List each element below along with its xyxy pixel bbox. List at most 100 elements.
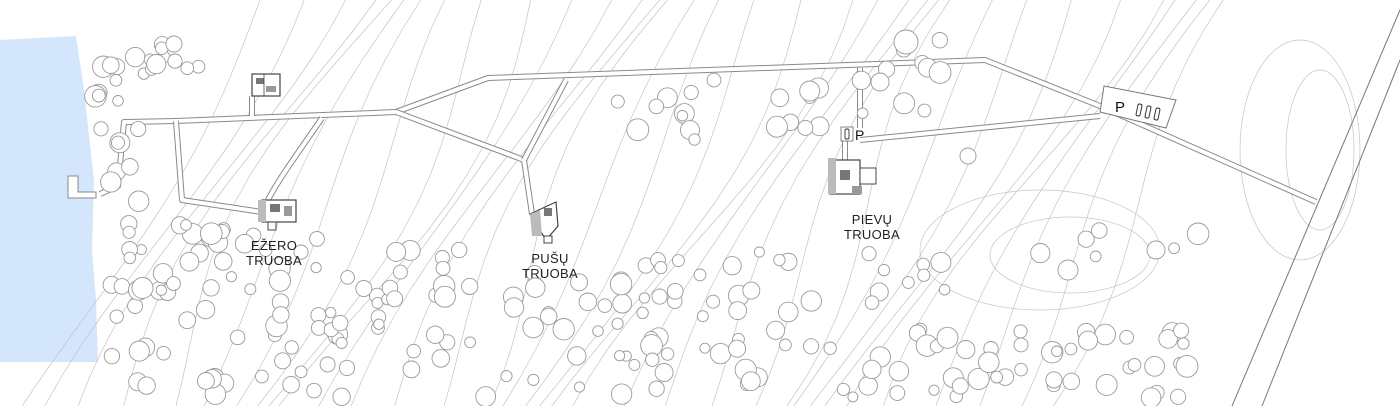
tree-icon — [522, 316, 544, 339]
tree-icon — [152, 263, 174, 284]
tree-icon — [1146, 240, 1166, 260]
footpath-fill — [522, 79, 568, 161]
tree-icon — [319, 356, 336, 373]
parking-small — [840, 126, 854, 142]
tree-icon — [836, 382, 850, 396]
tree-icon — [654, 261, 668, 275]
tree-icon — [766, 320, 786, 340]
tree-icon — [978, 351, 1000, 374]
tree-icon — [864, 295, 880, 310]
contour-loop — [1239, 39, 1361, 261]
contour-line — [175, 0, 392, 406]
tree-icon — [722, 256, 742, 276]
tree-icon — [373, 318, 385, 330]
contour-lines — [21, 0, 1361, 406]
tree-icon — [165, 35, 183, 53]
tree-icon — [229, 329, 246, 346]
contour-line — [502, 0, 695, 406]
tree-icon — [765, 115, 788, 138]
tree-icon — [109, 309, 124, 324]
tree-icon — [959, 147, 977, 165]
tree-icon — [155, 284, 167, 296]
tree-icon — [645, 352, 660, 367]
tree-icon — [122, 225, 136, 239]
parking-lot — [1099, 85, 1177, 129]
tree-icon — [651, 288, 668, 305]
tree-icon — [676, 109, 689, 122]
cabin-plan-pievu — [828, 158, 877, 195]
tree-icon — [332, 387, 351, 406]
tree-icon — [688, 133, 701, 146]
tree-icon — [180, 61, 195, 76]
tree-icon — [1089, 250, 1102, 263]
contour-line — [489, 0, 668, 406]
tree-icon — [612, 293, 633, 314]
tree-icon — [597, 298, 613, 313]
tree-icon — [823, 341, 837, 355]
tree-icon — [461, 277, 479, 295]
contour-line — [935, 0, 1176, 406]
tree-icon — [255, 369, 269, 384]
tree-icon — [1144, 355, 1165, 377]
tree-icon — [611, 317, 624, 330]
tree-icon — [773, 253, 786, 267]
contour-line — [21, 0, 261, 406]
tree-icon — [1094, 323, 1116, 346]
tree-icon — [956, 340, 976, 360]
contour-line — [278, 0, 531, 406]
contour-line — [793, 0, 993, 406]
car-icon — [1135, 103, 1143, 117]
contour-line — [203, 0, 404, 406]
tree-icon — [234, 233, 255, 254]
tree-icon — [567, 346, 587, 366]
tree-icon — [628, 358, 641, 371]
footpath — [173, 120, 263, 215]
contour-line — [318, 0, 573, 406]
tree-icon — [648, 380, 665, 397]
tree-icon — [539, 307, 558, 326]
car-icon — [844, 128, 850, 140]
tree-icon — [928, 61, 952, 84]
tree-icon — [91, 88, 106, 103]
tree-icon — [103, 347, 121, 365]
tree-icon — [527, 373, 540, 386]
tree-icon — [1057, 259, 1079, 281]
tree-icon — [310, 262, 322, 274]
tree-icon — [967, 367, 990, 390]
cabin-plan-pusu — [529, 201, 559, 244]
tree-icon — [1186, 222, 1210, 246]
tree-icon — [614, 350, 626, 362]
footpath-fill — [859, 114, 1101, 142]
tree-icon — [893, 92, 916, 115]
tree-icon — [386, 290, 404, 308]
tree-group — [84, 29, 1210, 406]
tree-icon — [166, 276, 181, 291]
tree-icon — [121, 158, 139, 176]
tree-icon — [638, 292, 651, 304]
lake-area — [0, 36, 98, 362]
tree-icon — [259, 243, 273, 257]
tree-icon — [1064, 342, 1078, 356]
tree-icon — [127, 298, 144, 314]
jetty — [67, 175, 97, 199]
tree-icon — [902, 276, 915, 289]
contour-line — [786, 0, 951, 406]
tree-icon — [654, 363, 674, 382]
tree-icon — [709, 342, 732, 365]
cabin-plan-ezero — [258, 199, 297, 231]
tree-icon — [435, 260, 451, 276]
contour-line — [846, 0, 1121, 406]
contour-loop — [989, 216, 1151, 294]
tree-icon — [525, 277, 546, 298]
tree-icon — [386, 241, 407, 262]
tree-icon — [917, 268, 931, 282]
contour-line — [1021, 0, 1210, 406]
tree-icon — [128, 340, 150, 362]
tree-icon — [200, 222, 223, 245]
tree-icon — [340, 270, 355, 285]
tree-icon — [888, 360, 910, 382]
tree-icon — [137, 376, 156, 395]
